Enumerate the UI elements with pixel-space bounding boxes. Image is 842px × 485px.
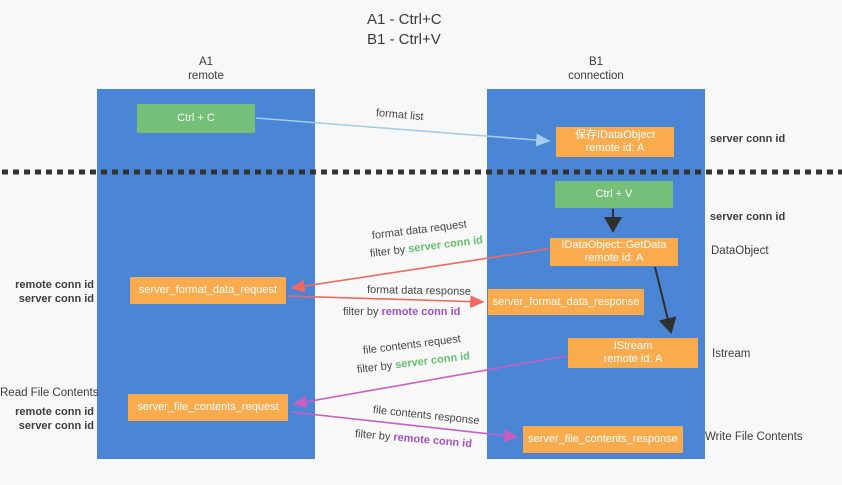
lane-header-b1: B1 connection [487, 55, 705, 83]
diagram-title-line1: A1 - Ctrl+C [367, 11, 442, 28]
node-server-format-data-response-label: server_format_data_response [492, 295, 640, 308]
node-server-file-contents-request-label: server_file_contents_request [137, 401, 279, 413]
lane-header-a1: A1 remote [97, 55, 315, 83]
lane-a1-name: A1 [198, 56, 214, 68]
lane-b1-name: B1 [588, 56, 604, 68]
node-idataobject-getdata-line1: IDataObject::GetData [561, 239, 667, 251]
label-server-conn-id-right-mid: server conn id [710, 211, 786, 223]
label-write-file-contents: Write File Contents [705, 431, 803, 443]
node-server-format-data-request-label: server_format_data_request [138, 284, 278, 296]
label-server-conn-id-right-top: server conn id [710, 133, 786, 145]
label-dataobject: DataObject [711, 245, 769, 257]
node-istream-line1: IStream [613, 340, 653, 352]
filter-by-text: filter by [343, 306, 382, 318]
file-contents-request-arrow [292, 355, 567, 409]
label-istream: Istream [712, 348, 751, 360]
node-istream: IStream remote id: A [568, 338, 698, 368]
lane-b1-subtitle: connection [568, 70, 624, 82]
node-ctrl-c-label: Ctrl + C [177, 112, 215, 124]
getdata-to-istream-arrow [654, 266, 677, 334]
format-data-request-arrow [290, 248, 549, 293]
node-istream-line2: remote id: A [603, 353, 663, 365]
node-server-file-contents-request: server_file_contents_request [128, 394, 288, 421]
label-remote-conn-id-left-2: remote conn id [15, 406, 94, 418]
label-remote-conn-id-left-1: remote conn id [15, 279, 94, 291]
node-save-idataobject-line1: 保存IDataObject [574, 129, 656, 141]
node-save-idataobject: 保存IDataObject remote id: A [556, 127, 674, 157]
node-server-file-contents-response: server_file_contents_response [523, 426, 683, 453]
node-server-file-contents-response-label: server_file_contents_response [528, 433, 678, 445]
node-idataobject-getdata-line2: remote id: A [584, 252, 644, 264]
format-data-response-arrow [287, 295, 485, 309]
format-list-arrow [255, 117, 551, 147]
lane-a1-subtitle: remote [188, 70, 224, 82]
node-save-idataobject-line2: remote id: A [585, 142, 645, 154]
label-filter-by-remote-conn-id-1: filter by remote conn id [343, 306, 460, 318]
node-idataobject-getdata: IDataObject::GetData remote id: A [550, 238, 678, 266]
label-server-conn-id-left-1: server conn id [18, 293, 94, 305]
node-server-format-data-request: server_format_data_request [130, 277, 286, 304]
remote-conn-id-text: remote conn id [381, 306, 461, 318]
node-ctrl-v-label: Ctrl + V [595, 188, 633, 200]
label-server-conn-id-left-2: server conn id [18, 420, 94, 432]
node-ctrl-v: Ctrl + V [555, 181, 673, 208]
label-read-file-contents: Read File Contents [0, 387, 99, 399]
node-server-format-data-response: server_format_data_response [488, 289, 644, 315]
node-ctrl-c: Ctrl + C [137, 104, 255, 133]
diagram-title-line2: B1 - Ctrl+V [367, 31, 441, 48]
file-contents-response-arrow [290, 411, 519, 442]
